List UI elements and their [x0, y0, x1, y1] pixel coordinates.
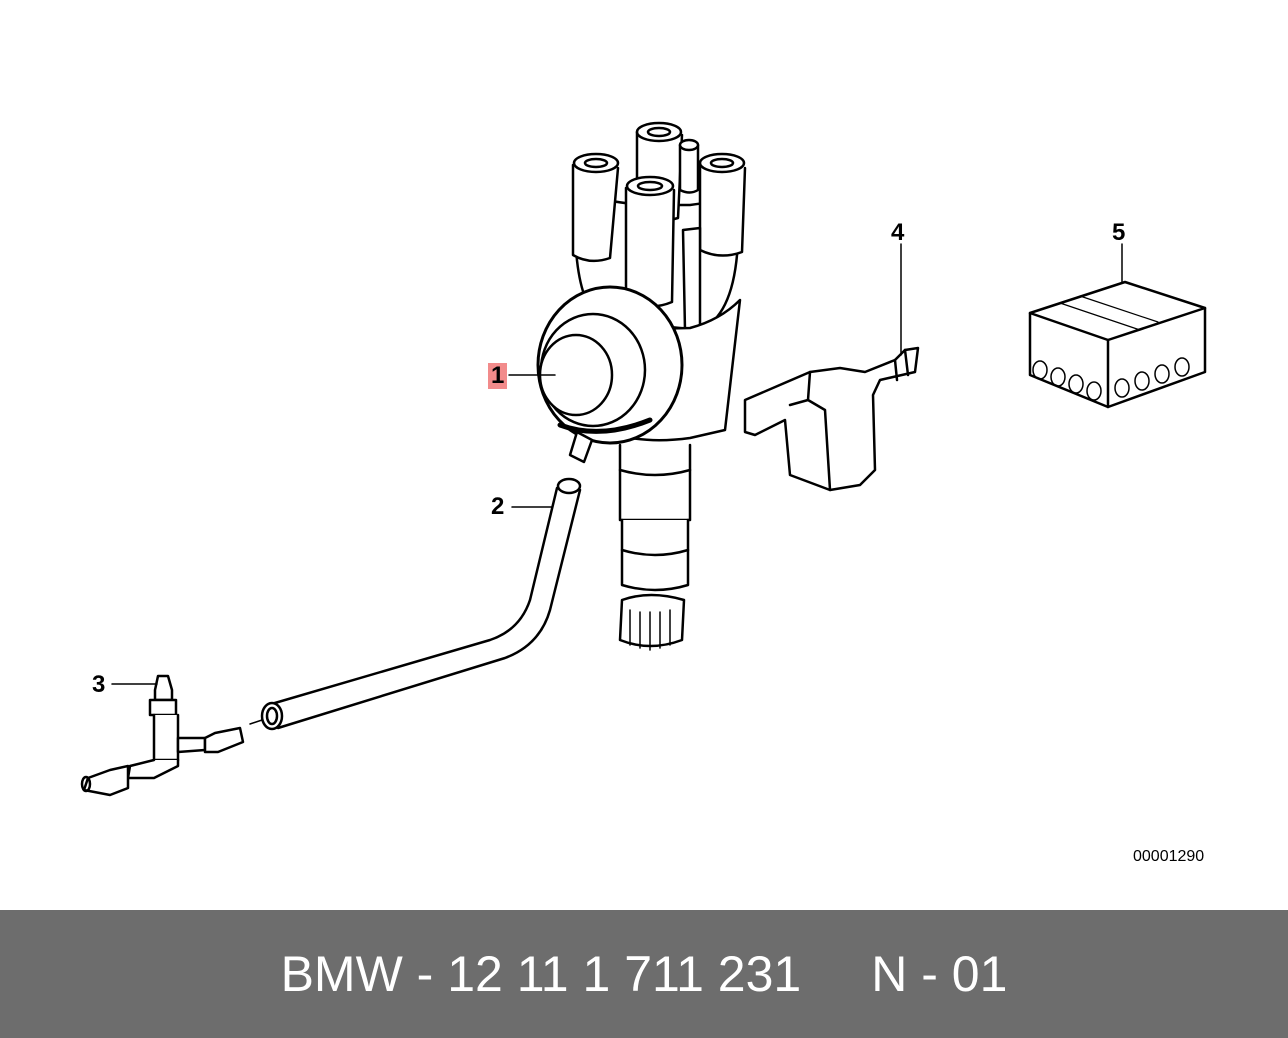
footer-bar: BMW - 12 11 1 711 231 N - 01 — [0, 910, 1288, 1038]
footer-part-number: BMW - 12 11 1 711 231 — [280, 946, 802, 1002]
parts-diagram — [80, 121, 1207, 797]
diagram-id: 00001290 — [1133, 848, 1205, 865]
leader-lines — [111, 243, 1123, 685]
callout-5[interactable]: 5 — [1112, 219, 1126, 246]
clip-bracket-drawing[interactable] — [743, 346, 920, 492]
vacuum-hose-drawing[interactable] — [249, 477, 582, 731]
footer-text: BMW - 12 11 1 711 231 N - 01 — [0, 910, 1288, 1038]
diagram-area: 1 2 3 4 5 00001290 — [80, 121, 1207, 865]
callout-4[interactable]: 4 — [891, 219, 905, 246]
callout-2[interactable]: 2 — [491, 493, 505, 520]
distributor-drawing[interactable] — [536, 121, 747, 651]
t-connector-drawing[interactable] — [80, 674, 245, 797]
callout-3[interactable]: 3 — [92, 671, 106, 698]
footer-variant: N - 01 — [871, 946, 1008, 1002]
package-box-drawing[interactable] — [1028, 280, 1207, 409]
callout-1[interactable]: 1 — [488, 363, 508, 389]
